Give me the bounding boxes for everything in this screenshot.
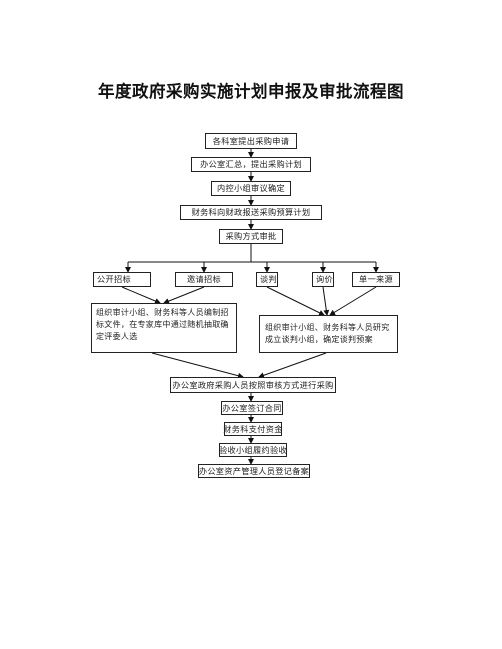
step-asset-registration: 办公室资产管理人员登记备案 <box>198 464 310 478</box>
method-open-tender: 公开招标 <box>93 272 151 287</box>
step-pay-funds: 财务科支付资金 <box>223 422 282 436</box>
method-single-source: 单一来源 <box>352 272 400 287</box>
page-title: 年度政府采购实施计划申报及审批流程图 <box>98 82 404 101</box>
method-inquiry: 询价 <box>312 272 334 287</box>
step-dept-request: 各科室提出采购申请 <box>205 133 297 149</box>
arrow-single-right <box>329 286 377 316</box>
arrow-open-left <box>121 286 161 304</box>
step-sign-contract: 办公室签订合同 <box>221 401 283 415</box>
group-negotiation-prep: 组织审计小组、财务科等人员研究成立谈判小组，确定谈判预案 <box>259 315 398 353</box>
step-procurement-execute: 办公室政府采购人员按照审核方式进行采购 <box>170 377 336 393</box>
method-invited-tender: 邀请招标 <box>175 272 233 287</box>
step-control-review: 内控小组审议确定 <box>211 181 291 196</box>
arrow-left-final <box>151 352 244 379</box>
step-office-plan: 办公室汇总，提出采购计划 <box>191 157 311 172</box>
step-finance-budget: 财务科向财政报送采购预算计划 <box>180 205 322 220</box>
step-method-approval: 采购方式审批 <box>219 229 283 244</box>
arrow-negotiate-right <box>266 286 325 316</box>
method-negotiation: 谈判 <box>256 272 278 287</box>
step-acceptance: 验收小组履约验收 <box>219 443 287 457</box>
arrow-inquiry-right <box>322 286 330 316</box>
arrow-invite-left <box>163 286 205 304</box>
arrow-right-final <box>258 352 327 379</box>
group-tender-prep: 组织审计小组、财务科等人员编制招标文件，在专家库中通过随机抽取确定评委人选 <box>91 303 237 353</box>
